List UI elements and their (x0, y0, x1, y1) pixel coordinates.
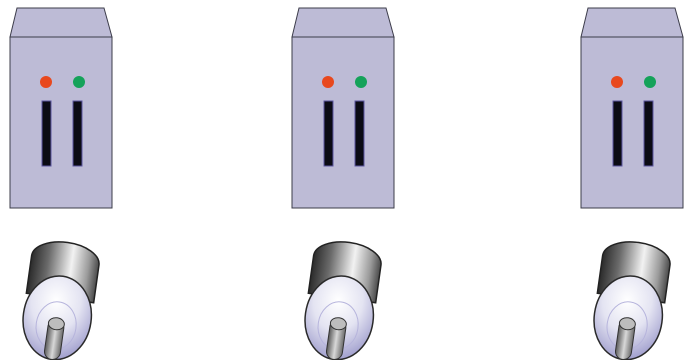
server-tower-icon (580, 7, 684, 209)
database-cylinder-icon (304, 241, 382, 360)
drive-slot (41, 100, 52, 167)
tower-top (291, 7, 395, 38)
led-red-icon (322, 76, 334, 88)
database-cylinder-icon (593, 241, 671, 360)
cylinder-pin-top (618, 317, 636, 331)
server-unit-1 (9, 7, 113, 360)
led-red-icon (40, 76, 52, 88)
server-unit-3 (580, 7, 684, 360)
cylinder-pin-top (329, 317, 347, 331)
server-tower-icon (291, 7, 395, 209)
cylinder-pin-top (47, 317, 65, 331)
led-green-icon (355, 76, 367, 88)
tower-top (580, 7, 684, 38)
drive-slot (612, 100, 623, 167)
tower-front (580, 36, 684, 209)
tower-front (291, 36, 395, 209)
server-unit-2 (291, 7, 395, 360)
led-green-icon (73, 76, 85, 88)
server-tower-icon (9, 7, 113, 209)
tower-front (9, 36, 113, 209)
database-cylinder-icon (22, 241, 100, 360)
drive-slot (354, 100, 365, 167)
drive-slot (323, 100, 334, 167)
drive-slot (643, 100, 654, 167)
drive-slot (72, 100, 83, 167)
led-green-icon (644, 76, 656, 88)
tower-top (9, 7, 113, 38)
led-red-icon (611, 76, 623, 88)
